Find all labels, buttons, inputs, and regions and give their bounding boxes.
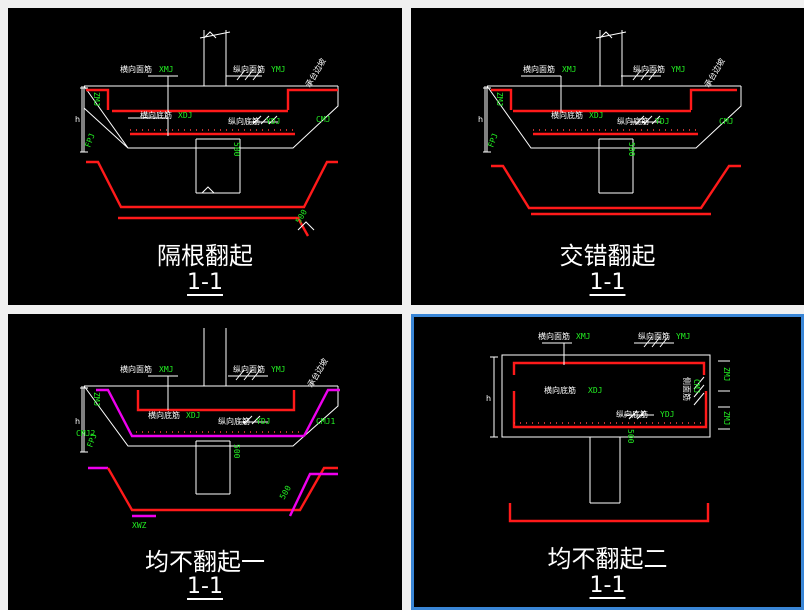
svg-text:XMJ: XMJ xyxy=(159,365,173,374)
svg-text:h: h xyxy=(75,417,80,426)
svg-text:纵向面筋: 纵向面筋 xyxy=(233,364,265,374)
svg-text:ZMJ: ZMJ xyxy=(92,92,101,106)
svg-text:横向面筋: 横向面筋 xyxy=(120,364,152,374)
svg-text:横向面筋: 横向面筋 xyxy=(538,331,570,341)
cap-section-drawing: 横向面筋 XMJ 纵向面筋 YMJ 横向底筋 XDJ 纵向底筋 YDJ 承台边坡… xyxy=(75,30,339,237)
cap-section-drawing: 横向面筋 XMJ 纵向面筋 YMJ 横向底筋 XDJ 纵向底筋 YDJ 承台边坡… xyxy=(478,30,742,216)
svg-text:500: 500 xyxy=(627,142,636,157)
svg-text:纵向底筋: 纵向底筋 xyxy=(228,116,260,126)
svg-text:ZMJ: ZMJ xyxy=(722,411,731,425)
svg-text:XWZ: XWZ xyxy=(132,521,147,530)
svg-text:横向底筋: 横向底筋 xyxy=(140,110,172,120)
option-panel-not-bent-one[interactable]: 横向面筋 XMJ 纵向面筋 YMJ 横向底筋 XDJ 纵向底筋 YDJ 承台边坡… xyxy=(8,314,402,610)
svg-text:XDJ: XDJ xyxy=(589,111,603,120)
option-panel-not-bent-two[interactable]: 横向面筋 XMJ 纵向面筋 YMJ 横向底筋 XDJ 纵向底筋 YDJ 侧面筋 … xyxy=(411,314,804,610)
svg-text:CMJ: CMJ xyxy=(316,115,330,124)
svg-text:侧面筋: 侧面筋 xyxy=(682,377,692,401)
option-title: 交错翻起 xyxy=(559,242,656,270)
svg-text:XDJ: XDJ xyxy=(588,386,602,395)
cap-section-drawing: 横向面筋 XMJ 纵向面筋 YMJ 横向底筋 XDJ 纵向底筋 YDJ 承台边坡… xyxy=(75,328,340,530)
option-title: 均不翻起二 xyxy=(547,545,668,573)
svg-text:CMJ: CMJ xyxy=(719,117,733,126)
svg-text:YMJ: YMJ xyxy=(271,365,285,374)
svg-text:ZMJ: ZMJ xyxy=(92,392,101,406)
svg-text:CMJ2: CMJ2 xyxy=(76,429,95,438)
svg-text:YDJ: YDJ xyxy=(266,117,280,126)
svg-text:500: 500 xyxy=(232,444,241,459)
svg-text:500: 500 xyxy=(278,484,293,501)
svg-text:承台边坡: 承台边坡 xyxy=(702,56,727,89)
option-panel-staggered-bent[interactable]: 横向面筋 XMJ 纵向面筋 YMJ 横向底筋 XDJ 纵向底筋 YDJ 承台边坡… xyxy=(411,8,804,305)
svg-text:h: h xyxy=(486,394,491,403)
svg-text:XDJ: XDJ xyxy=(186,411,200,420)
svg-text:YMJ: YMJ xyxy=(676,332,690,341)
svg-text:FPJ: FPJ xyxy=(83,132,96,149)
svg-text:500: 500 xyxy=(626,429,635,444)
svg-text:500: 500 xyxy=(232,142,241,157)
option-title: 均不翻起一 xyxy=(145,548,265,576)
svg-text:YDJ: YDJ xyxy=(655,117,669,126)
section-label: 1-1 xyxy=(589,573,626,598)
svg-text:XMJ: XMJ xyxy=(562,65,576,74)
section-label: 1-1 xyxy=(187,270,223,295)
svg-text:YMJ: YMJ xyxy=(671,65,685,74)
svg-text:XMJ: XMJ xyxy=(576,332,590,341)
svg-text:承台边坡: 承台边坡 xyxy=(303,56,328,89)
svg-text:横向面筋: 横向面筋 xyxy=(523,64,555,74)
svg-text:YMJ: YMJ xyxy=(271,65,285,74)
svg-text:ZMJ: ZMJ xyxy=(722,367,731,381)
option-panel-alternate-bent[interactable]: 横向面筋 XMJ 纵向面筋 YMJ 横向底筋 XDJ 纵向底筋 YDJ 承台边坡… xyxy=(8,8,402,305)
section-label: 1-1 xyxy=(187,574,223,599)
svg-text:h: h xyxy=(478,115,483,124)
svg-text:CMJ1: CMJ1 xyxy=(316,417,335,426)
svg-text:纵向底筋: 纵向底筋 xyxy=(616,409,648,419)
section-label: 1-1 xyxy=(589,270,626,295)
svg-text:ZMJ: ZMJ xyxy=(495,92,504,106)
svg-text:横向底筋: 横向底筋 xyxy=(544,385,576,395)
svg-text:YDJ: YDJ xyxy=(660,410,674,419)
svg-text:纵向面筋: 纵向面筋 xyxy=(633,64,665,74)
svg-text:FPJ: FPJ xyxy=(486,132,499,149)
svg-text:CMJ: CMJ xyxy=(692,379,701,393)
cap-section-drawing: 横向面筋 XMJ 纵向面筋 YMJ 横向底筋 XDJ 纵向底筋 YDJ 侧面筋 … xyxy=(486,331,731,523)
svg-text:纵向面筋: 纵向面筋 xyxy=(638,331,670,341)
svg-text:承台边坡: 承台边坡 xyxy=(305,356,330,389)
svg-text:XMJ: XMJ xyxy=(159,65,173,74)
top-transverse-label: 横向面筋 xyxy=(120,64,152,74)
svg-text:纵向面筋: 纵向面筋 xyxy=(233,64,265,74)
option-title: 隔根翻起 xyxy=(157,242,253,270)
svg-text:h: h xyxy=(75,115,80,124)
svg-text:YDJ: YDJ xyxy=(256,417,270,426)
svg-text:横向底筋: 横向底筋 xyxy=(148,410,180,420)
svg-text:纵向底筋: 纵向底筋 xyxy=(617,116,649,126)
svg-text:XDJ: XDJ xyxy=(178,111,192,120)
svg-text:横向底筋: 横向底筋 xyxy=(551,110,583,120)
svg-text:纵向底筋: 纵向底筋 xyxy=(218,416,250,426)
